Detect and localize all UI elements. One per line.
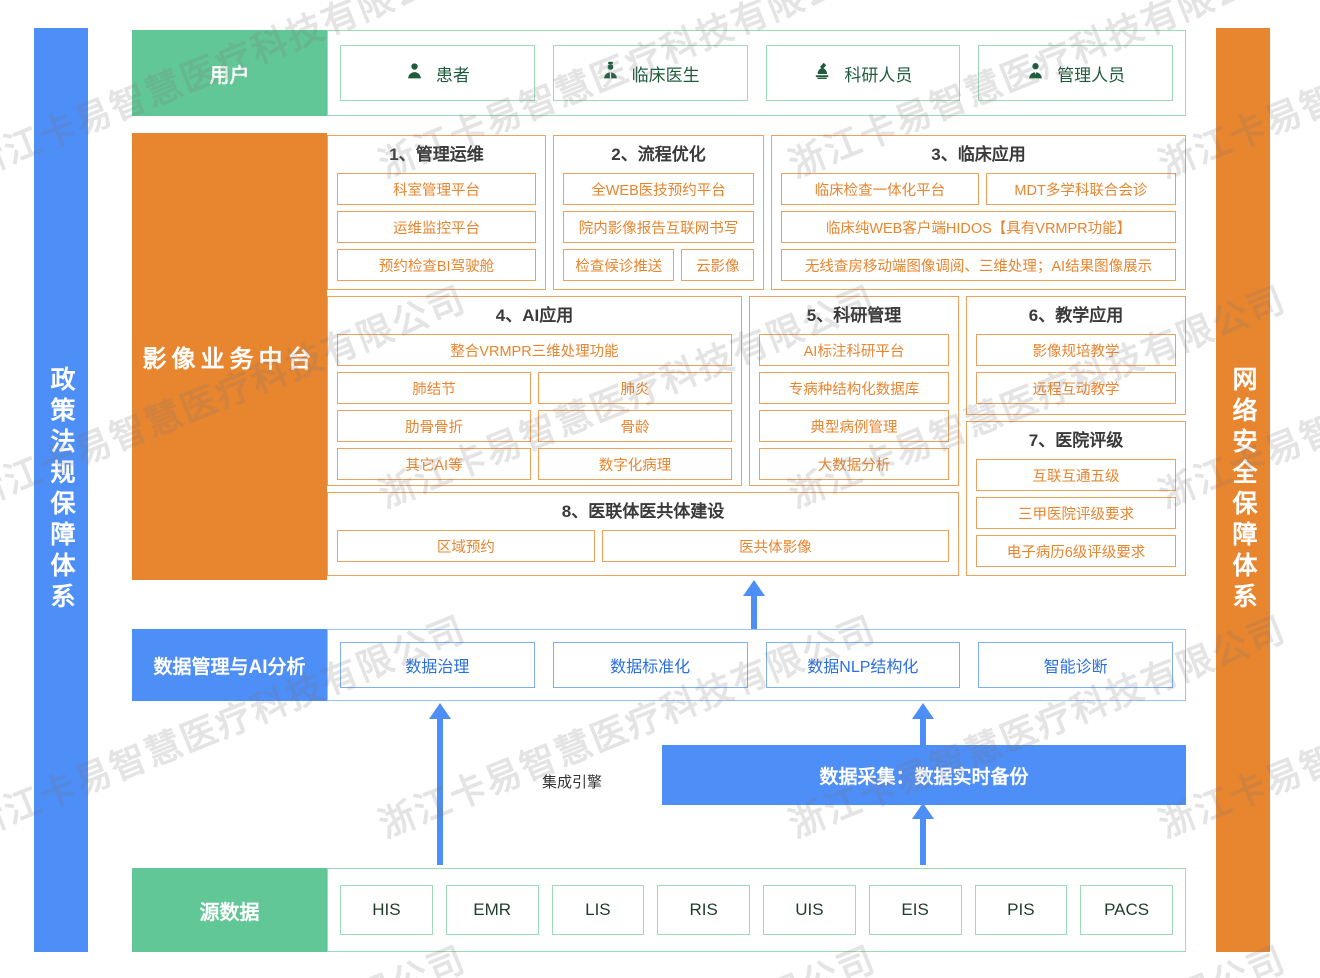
person-icon	[405, 61, 424, 85]
group-clinical-application: 3、临床应用 临床检查一体化平台 MDT多学科联合会诊 临床纯WEB客户端HID…	[771, 135, 1186, 290]
group-title: 6、教学应用	[1028, 306, 1124, 325]
right-sidebar-security: 网络安全保障体系	[1216, 28, 1270, 952]
user-chip-label: 临床医生	[631, 65, 700, 85]
platform-item[interactable]: 电子病历6级评级要求	[976, 535, 1176, 567]
source-chip-pis[interactable]: PIS	[974, 885, 1068, 935]
source-chip-ris[interactable]: RIS	[657, 885, 750, 935]
platform-item[interactable]: 检查候诊推送	[563, 249, 675, 281]
group-hospital-rating: 7、医院评级 互联互通五级 三甲医院评级要求 电子病历6级评级要求	[966, 421, 1186, 576]
user-chip-clinician[interactable]: 临床医生	[552, 45, 748, 101]
source-data-band-body: HIS EMR LIS RIS UIS EIS PIS PACS	[327, 868, 1186, 952]
data-chip-nlp[interactable]: 数据NLP结构化	[765, 642, 961, 688]
platform-item[interactable]: MDT多学科联合会诊	[985, 173, 1176, 205]
user-chip-administrator[interactable]: 管理人员	[978, 45, 1173, 101]
group-teaching-application: 6、教学应用 影像规培教学 远程互动教学	[966, 296, 1186, 415]
group-title: 2、流程优化	[611, 145, 706, 164]
manager-icon	[1026, 61, 1045, 85]
platform-item[interactable]: 典型病例管理	[759, 410, 949, 442]
data-management-band-label: 数据管理与AI分析	[132, 629, 327, 701]
group-ai-application: 4、AI应用 整合VRMPR三维处理功能 肺结节 肺炎 肋骨骨折 骨龄 其它AI…	[327, 296, 742, 486]
user-chip-researcher[interactable]: 科研人员	[765, 45, 961, 101]
group-research-management: 5、科研管理 AI标注科研平台 专病种结构化数据库 典型病例管理 大数据分析	[749, 296, 959, 486]
platform-item[interactable]: 肺炎	[538, 372, 732, 404]
group-title: 7、医院评级	[1028, 431, 1124, 450]
source-chip-emr[interactable]: EMR	[445, 885, 539, 935]
platform-item[interactable]: 预约检查BI驾驶舱	[337, 249, 536, 281]
user-chip-label: 科研人员	[844, 65, 913, 85]
platform-item[interactable]: 数字化病理	[538, 448, 732, 480]
platform-item[interactable]: 区域预约	[337, 530, 595, 562]
platform-band-label-text: 影像业务中台	[142, 346, 317, 373]
user-chip-label: 管理人员	[1057, 65, 1126, 85]
platform-band: 影像业务中台 1、管理运维 科室管理平台 运维监控平台 预约检查BI驾驶舱 2、…	[132, 133, 1186, 580]
platform-item[interactable]: 大数据分析	[759, 448, 949, 480]
user-band: 用户 患者	[132, 30, 1186, 116]
platform-item[interactable]: 其它AI等	[337, 448, 531, 480]
platform-item[interactable]: 肋骨骨折	[337, 410, 531, 442]
group-title: 3、临床应用	[931, 145, 1026, 164]
user-chip-patient[interactable]: 患者	[340, 45, 535, 101]
platform-item[interactable]: 无线查房移动端图像调阅、三维处理；AI结果图像展示	[781, 249, 1176, 281]
source-chip-pacs[interactable]: PACS	[1080, 885, 1173, 935]
platform-item[interactable]: 临床检查一体化平台	[781, 173, 979, 205]
platform-item[interactable]: 科室管理平台	[337, 173, 536, 205]
source-chip-uis[interactable]: UIS	[763, 885, 856, 935]
data-chip-intelligent-diagnosis[interactable]: 智能诊断	[978, 642, 1173, 688]
doctor-icon	[601, 61, 620, 85]
platform-item[interactable]: 云影像	[681, 249, 754, 281]
platform-item[interactable]: 医共体影像	[601, 530, 949, 562]
left-sidebar-label: 政策法规保障体系	[47, 366, 75, 614]
data-chip-governance[interactable]: 数据治理	[340, 642, 535, 688]
connector-area: 集成引擎 数据采集：数据实时备份	[132, 701, 1186, 865]
platform-item[interactable]: 临床纯WEB客户端HIDOS【具有VRMPR功能】	[781, 211, 1176, 243]
data-management-band: 数据管理与AI分析 数据治理 数据标准化 数据NLP结构化 智能诊断	[132, 629, 1186, 701]
group-medical-consortium: 8、医联体医共体建设 区域预约 医共体影像	[327, 492, 959, 576]
platform-item[interactable]: 专病种结构化数据库	[759, 372, 949, 404]
user-band-body: 患者 临床医生	[327, 30, 1186, 116]
left-sidebar-policy: 政策法规保障体系	[34, 28, 88, 952]
data-management-band-body: 数据治理 数据标准化 数据NLP结构化 智能诊断	[327, 629, 1186, 701]
platform-groups-container: 1、管理运维 科室管理平台 运维监控平台 预约检查BI驾驶舱 2、流程优化 全W…	[327, 133, 1186, 580]
source-chip-his[interactable]: HIS	[340, 885, 433, 935]
platform-item[interactable]: 全WEB医技预约平台	[563, 173, 754, 205]
platform-item[interactable]: 院内影像报告互联网书写	[563, 211, 754, 243]
source-data-band: 源数据 HIS EMR LIS RIS UIS EIS PIS PACS	[132, 868, 1186, 952]
platform-item[interactable]: 互联互通五级	[976, 459, 1176, 491]
user-band-label: 用户	[132, 30, 327, 116]
data-collection-box: 数据采集：数据实时备份	[662, 745, 1186, 805]
group-process-optimization: 2、流程优化 全WEB医技预约平台 院内影像报告互联网书写 检查候诊推送 云影像	[553, 135, 764, 290]
microscope-icon	[813, 61, 832, 85]
group-management-ops: 1、管理运维 科室管理平台 运维监控平台 预约检查BI驾驶舱	[327, 135, 546, 290]
platform-item[interactable]: 肺结节	[337, 372, 531, 404]
group-title: 4、AI应用	[495, 306, 574, 325]
group-title: 5、科研管理	[806, 306, 902, 325]
platform-item[interactable]: 三甲医院评级要求	[976, 497, 1176, 529]
source-chip-eis[interactable]: EIS	[868, 885, 962, 935]
data-chip-standardization[interactable]: 数据标准化	[552, 642, 748, 688]
platform-item[interactable]: 骨龄	[538, 410, 732, 442]
right-sidebar-label: 网络安全保障体系	[1229, 366, 1257, 614]
integration-engine-label: 集成引擎	[541, 774, 602, 791]
platform-item[interactable]: 运维监控平台	[337, 211, 536, 243]
platform-item[interactable]: AI标注科研平台	[759, 334, 949, 366]
source-chip-lis[interactable]: LIS	[551, 885, 645, 935]
user-chip-label: 患者	[435, 65, 470, 85]
group-title: 8、医联体医共体建设	[561, 502, 725, 521]
platform-item[interactable]: 远程互动教学	[976, 372, 1176, 404]
platform-band-label: 影像业务中台	[132, 133, 327, 580]
platform-item[interactable]: 整合VRMPR三维处理功能	[337, 334, 732, 366]
platform-item[interactable]: 影像规培教学	[976, 334, 1176, 366]
group-title: 1、管理运维	[389, 145, 484, 164]
source-data-band-label: 源数据	[132, 868, 327, 952]
